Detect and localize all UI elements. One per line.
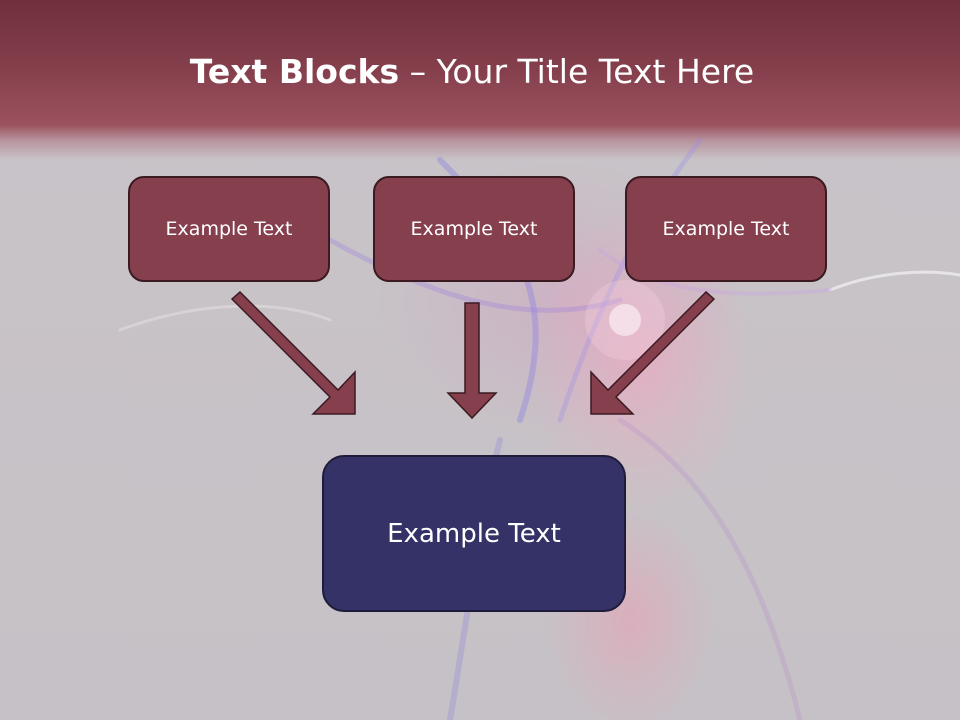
text-block-middle: Example Text bbox=[373, 176, 575, 282]
text-block-middle-label: Example Text bbox=[410, 218, 538, 240]
text-block-right-label: Example Text bbox=[662, 218, 790, 240]
arrow-left-to-center bbox=[230, 290, 356, 415]
title-band bbox=[0, 0, 960, 160]
title-rest-part: – Your Title Text Here bbox=[399, 52, 755, 91]
text-block-left-label: Example Text bbox=[165, 218, 293, 240]
slide-title: Text Blocks – Your Title Text Here bbox=[0, 52, 944, 91]
text-block-center-label: Example Text bbox=[387, 518, 561, 549]
text-block-left: Example Text bbox=[128, 176, 330, 282]
title-bold-part: Text Blocks bbox=[189, 52, 400, 91]
arrow-right-to-center bbox=[590, 290, 716, 415]
text-block-center: Example Text bbox=[322, 455, 626, 612]
arrow-middle-to-center bbox=[446, 302, 498, 420]
text-block-right: Example Text bbox=[625, 176, 827, 282]
